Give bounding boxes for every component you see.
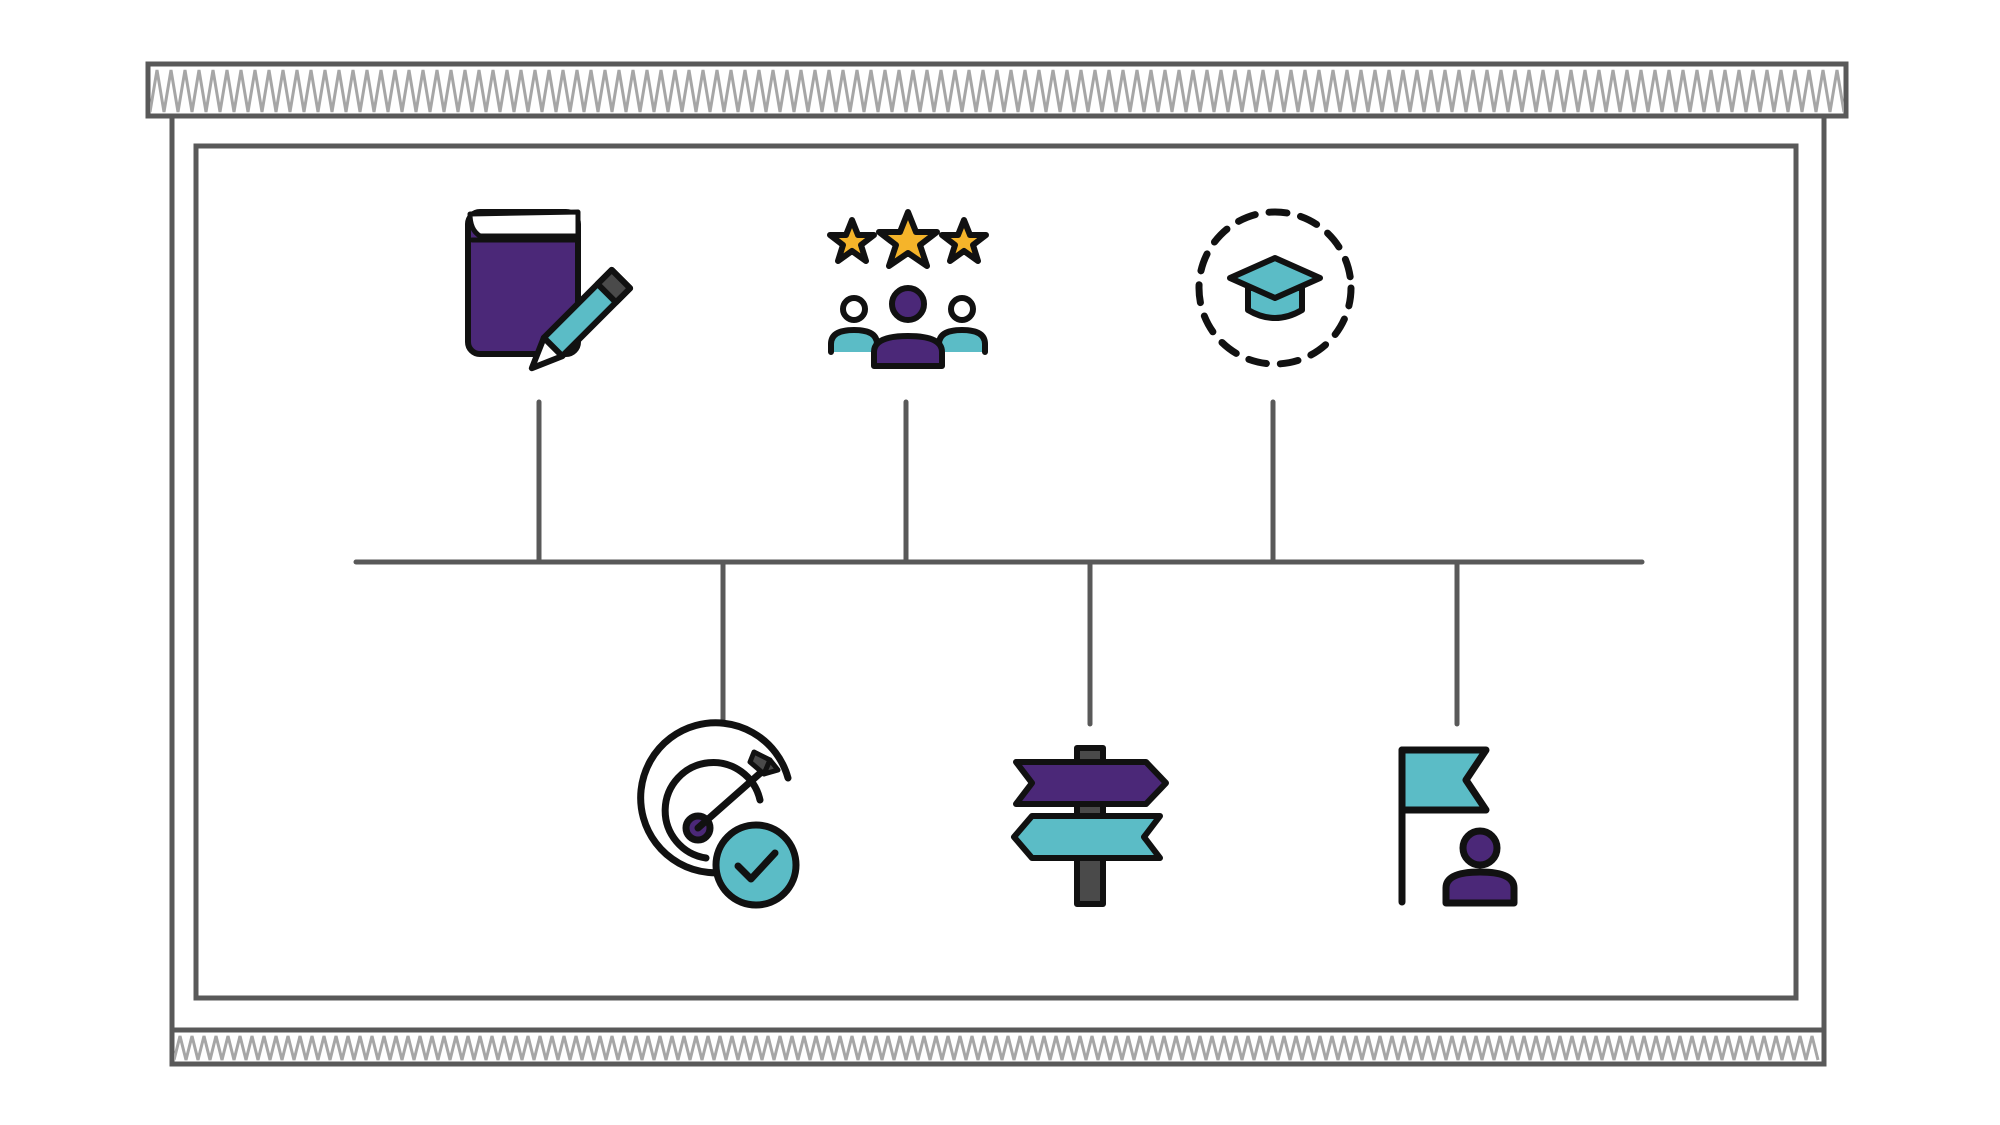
target-check-icon xyxy=(637,719,800,909)
flag-person-icon xyxy=(1398,746,1518,907)
bottom-roller-bar xyxy=(169,1027,1827,1067)
board-frame xyxy=(169,116,1827,1032)
team-rating-stars-icon xyxy=(827,209,989,369)
bottom-roller-hatching xyxy=(174,1035,1820,1061)
book-pencil-icon xyxy=(465,209,634,372)
board-panel xyxy=(193,143,1799,1001)
signpost-icon xyxy=(1011,745,1169,907)
timeline-connectors xyxy=(353,399,1645,727)
graduation-cap-icon xyxy=(1195,208,1355,368)
top-roller-hatching xyxy=(150,69,1844,113)
top-roller-bar xyxy=(145,61,1849,119)
